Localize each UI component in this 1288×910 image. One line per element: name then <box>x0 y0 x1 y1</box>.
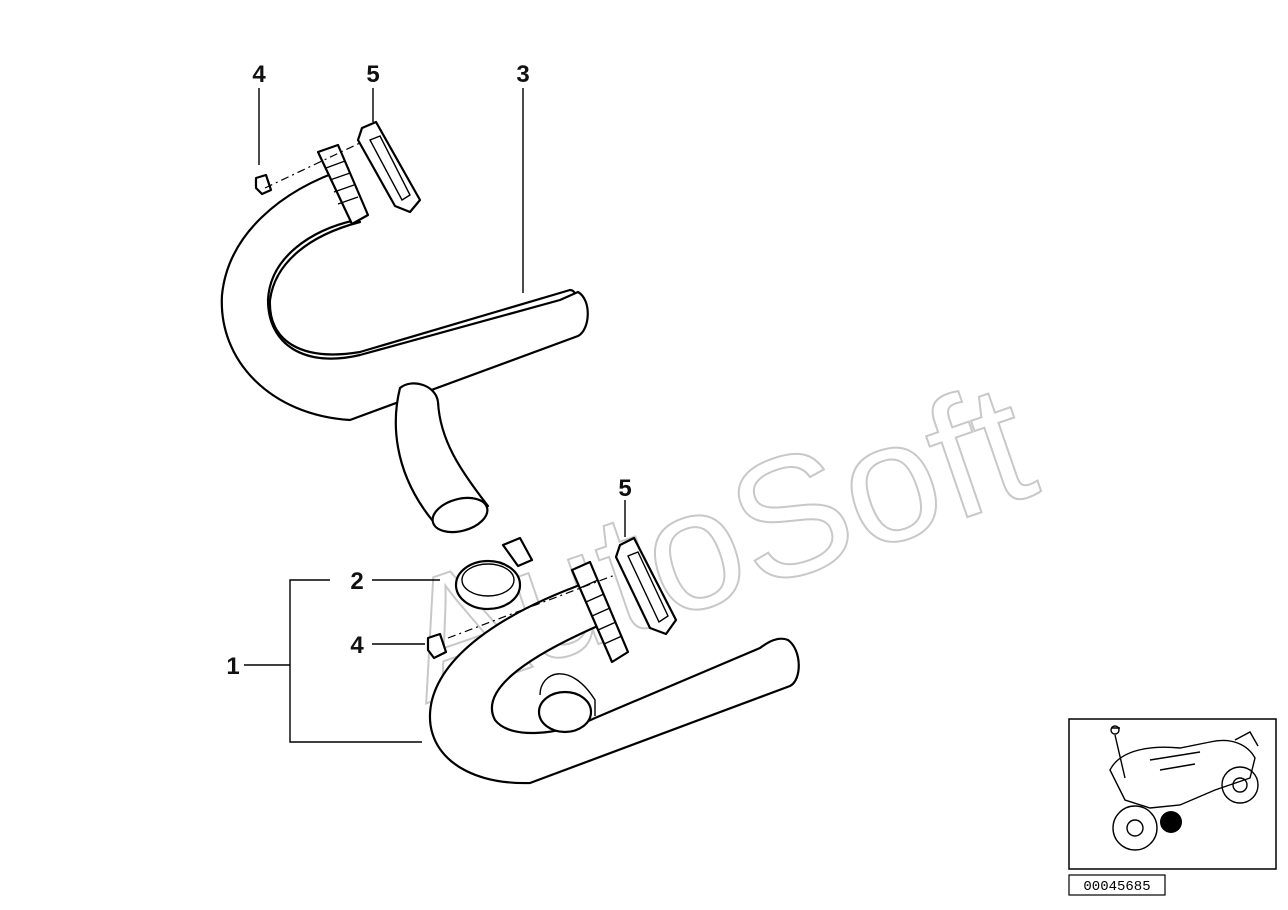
callout-4-top: 4 <box>252 61 266 88</box>
part-number-box: 00045685 <box>1068 874 1166 896</box>
callout-1: 1 <box>226 653 239 680</box>
leader-lines <box>244 88 626 743</box>
part-number: 00045685 <box>1083 879 1150 895</box>
callout-4-bottom: 4 <box>350 632 364 659</box>
lower-hose <box>426 536 800 785</box>
motorcycle-icon <box>1109 725 1259 851</box>
callout-2: 2 <box>350 568 363 595</box>
upper-gasket <box>356 120 422 214</box>
location-marker <box>1160 811 1182 833</box>
lower-nut <box>426 632 448 660</box>
hose-clamp <box>454 536 534 611</box>
location-inset <box>1068 718 1277 870</box>
callout-5-top: 5 <box>366 61 379 88</box>
upper-hose <box>220 120 589 534</box>
callout-3: 3 <box>516 61 529 88</box>
lower-gasket <box>614 536 678 636</box>
upper-nut <box>254 173 273 196</box>
callout-5-bottom: 5 <box>618 475 631 502</box>
